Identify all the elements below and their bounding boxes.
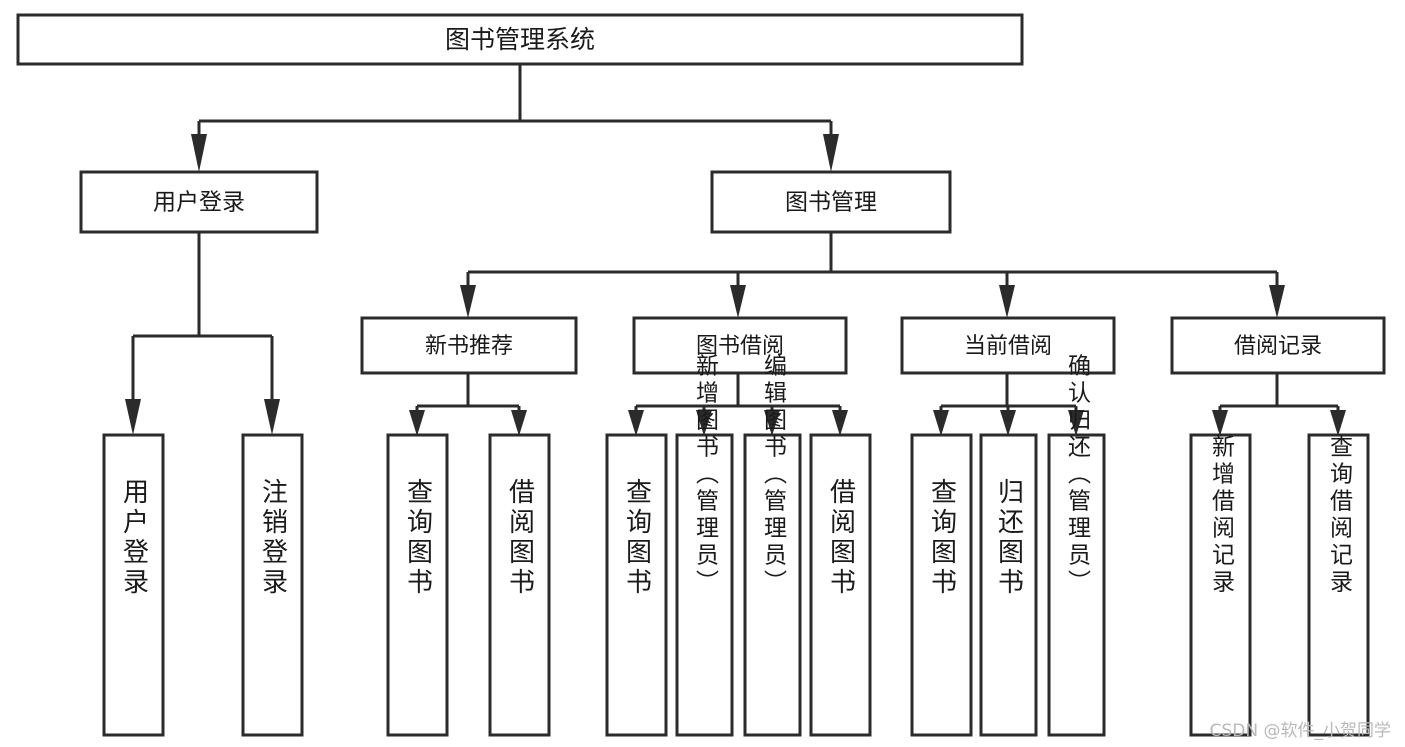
node-label: 新书推荐 [425, 334, 513, 359]
node-user-login[interactable]: 用户登录 [79, 170, 319, 234]
arrow-head-icon [628, 410, 644, 436]
node-box [386, 433, 449, 737]
arrow-head-icon [1269, 285, 1285, 318]
arrow-head-icon [191, 134, 207, 172]
node-box [979, 433, 1038, 737]
leaf-label: 查询图书 [927, 478, 957, 598]
arrow-head-icon [511, 410, 527, 436]
leaf-node-add-borrow-record[interactable]: 新增借阅记录 [1189, 433, 1252, 737]
node-box [910, 433, 973, 737]
leaf-node-user-login[interactable]: 用户登录 [102, 433, 165, 737]
arrow-head-icon [264, 399, 280, 435]
node-box [1047, 433, 1106, 737]
node-box [16, 13, 1024, 66]
node-box [900, 316, 1116, 375]
arrow-head-icon [125, 399, 141, 435]
arrow-head-icon [696, 410, 712, 436]
node-book-management[interactable]: 图书管理 [710, 170, 952, 234]
arrow-head-icon [832, 410, 848, 436]
leaf-node-query-book-borrow[interactable]: 查询图书 [605, 433, 668, 737]
node-borrow-record[interactable]: 借阅记录 [1170, 316, 1386, 375]
connector-book-borrow-to-leaves [628, 373, 848, 436]
leaf-node-logout[interactable]: 注销登录 [241, 433, 304, 737]
leaf-label: 查询图书 [622, 478, 652, 598]
node-box [710, 170, 952, 234]
node-current-borrow[interactable]: 当前借阅 [900, 316, 1116, 375]
arrow-head-icon [764, 410, 780, 436]
csdn-watermark: CSDN @软件_小贺同学 [1209, 721, 1391, 741]
leaf-node-query-borrow-record[interactable]: 查询借阅记录 [1307, 433, 1370, 737]
connector-level2-to-level3 [460, 232, 1285, 318]
node-box [605, 433, 668, 737]
leaf-label: 归还图书 [994, 478, 1024, 598]
leaf-label: 新增图书（管理员） [692, 354, 720, 597]
leaf-node-query-book-current[interactable]: 查询图书 [910, 433, 973, 737]
leaf-node-add-book-admin[interactable]: 新增图书（管理员） [675, 354, 734, 737]
node-box [79, 170, 319, 234]
node-box [1170, 316, 1386, 375]
arrow-head-icon [730, 285, 746, 318]
arrow-head-icon [999, 285, 1015, 318]
arrow-head-icon [1068, 410, 1084, 436]
node-box [809, 433, 872, 737]
leaf-node-edit-book-admin[interactable]: 编辑图书（管理员） [743, 354, 802, 737]
leaf-label: 借阅图书 [826, 478, 856, 598]
node-box [675, 433, 734, 737]
leaf-label: 编辑图书（管理员） [760, 354, 788, 597]
connector-root-to-level2 [191, 64, 839, 172]
leaf-label: 查询借阅记录 [1326, 435, 1354, 597]
arrow-head-icon [1212, 410, 1228, 436]
connector-user-login-to-leaves [125, 232, 280, 435]
leaf-label: 查询图书 [403, 478, 433, 598]
leaf-node-return-book[interactable]: 归还图书 [979, 433, 1038, 737]
leaf-node-confirm-return-admin[interactable]: 确认归还（管理员） [1047, 354, 1106, 737]
node-label: 用户登录 [153, 190, 245, 216]
node-box [360, 316, 578, 375]
leaf-node-borrow-book-recommend[interactable]: 借阅图书 [488, 433, 551, 737]
leaf-node-borrow-book[interactable]: 借阅图书 [809, 433, 872, 737]
connector-borrow-record-to-leaves [1212, 373, 1346, 436]
node-label: 当前借阅 [964, 334, 1052, 359]
node-box [241, 433, 304, 737]
leaf-label: 注销登录 [258, 478, 288, 598]
arrow-head-icon [1330, 410, 1346, 436]
node-box [743, 433, 802, 737]
node-box [488, 433, 551, 737]
arrow-head-icon [823, 134, 839, 172]
node-box [1307, 433, 1370, 737]
connector-new-book-to-leaves [409, 373, 527, 436]
arrow-head-icon [1000, 410, 1016, 436]
node-book-borrow[interactable]: 图书借阅 [632, 316, 848, 375]
leaf-label: 借阅图书 [505, 478, 535, 598]
connector-current-borrow-to-leaves [933, 373, 1084, 436]
leaf-label: 确认归还（管理员） [1064, 354, 1092, 597]
node-new-book-recommend[interactable]: 新书推荐 [360, 316, 578, 375]
node-box [1189, 433, 1252, 737]
arrow-head-icon [933, 410, 949, 436]
node-box [632, 316, 848, 375]
leaf-label: 用户登录 [119, 478, 149, 598]
node-label: 图书借阅 [696, 334, 784, 359]
node-box [102, 433, 165, 737]
node-label: 借阅记录 [1234, 334, 1322, 359]
node-root-book-management-system[interactable]: 图书管理系统 [16, 13, 1024, 66]
arrow-head-icon [460, 285, 476, 318]
node-label: 图书管理 [785, 190, 877, 216]
leaf-label: 新增借阅记录 [1208, 435, 1236, 597]
node-label: 图书管理系统 [445, 25, 595, 54]
arrow-head-icon [409, 410, 425, 436]
leaf-node-query-book-recommend[interactable]: 查询图书 [386, 433, 449, 737]
